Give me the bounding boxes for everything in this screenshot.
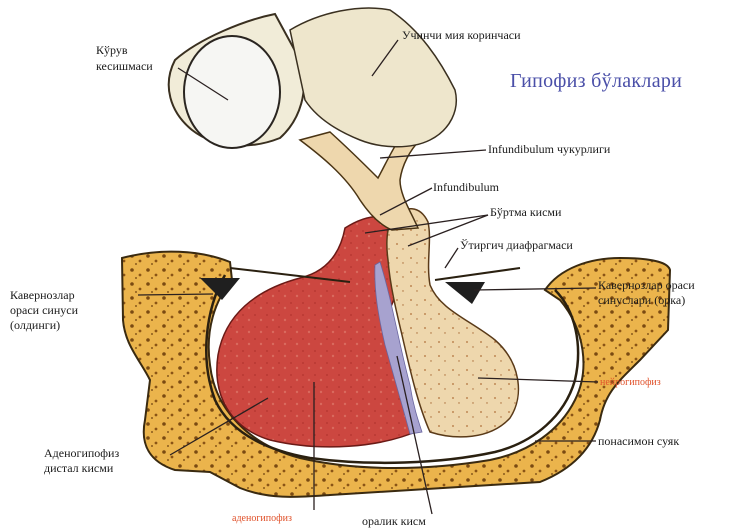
label-third-ventricle: Учинчи мия коринчаси [402,28,521,42]
label-tuberal-part: Бўртма кисми [490,205,561,219]
label-cavernous-right-line1: Кавернозлар ораси [598,278,695,293]
diaphragma-sellae-line-right [435,268,520,280]
label-infundibulum-recess: Infundibulum чукурлиги [488,142,610,156]
label-cavernous-right-line2: синуслари (орка) [598,293,695,308]
label-adeno-distal-line2: дистал кисми [44,461,119,476]
label-diaphragm: Ўтиргич диафрагмаси [460,238,573,252]
cavernous-sinus-right [445,282,485,304]
label-infundibulum: Infundibulum [433,180,499,194]
label-neurohypophysis: нейрогипофиз [600,376,661,390]
optic-chiasm-cut-face [184,36,280,148]
label-sphenoid-bone: понасимон суяк [598,434,679,448]
label-cavernous-left: Кавернозлар ораси синуси (олдинги) [10,288,78,333]
label-cross-section-line2: кесишмаси [96,58,153,74]
label-adeno-distal-line1: Аденогипофиз [44,446,119,461]
label-adeno-distal: Аденогипофиз дистал кисми [44,446,119,476]
label-intermediate-part: оралик кисм [362,514,426,528]
label-adenohypophysis: аденогипофиз [232,512,292,526]
label-cavernous-left-line1: Кавернозлар [10,288,78,303]
label-cross-section: Кўрув кесишмаси [96,42,153,74]
label-cavernous-right: Кавернозлар ораси синуслари (орка) [598,278,695,308]
diagram-title: Гипофиз бўлаклари [510,70,682,93]
label-cavernous-left-line2: ораси синуси [10,303,78,318]
label-cavernous-left-line3: (олдинги) [10,318,78,333]
label-cross-section-line1: Кўрув [96,42,153,58]
leader-diaphragm [445,248,458,268]
